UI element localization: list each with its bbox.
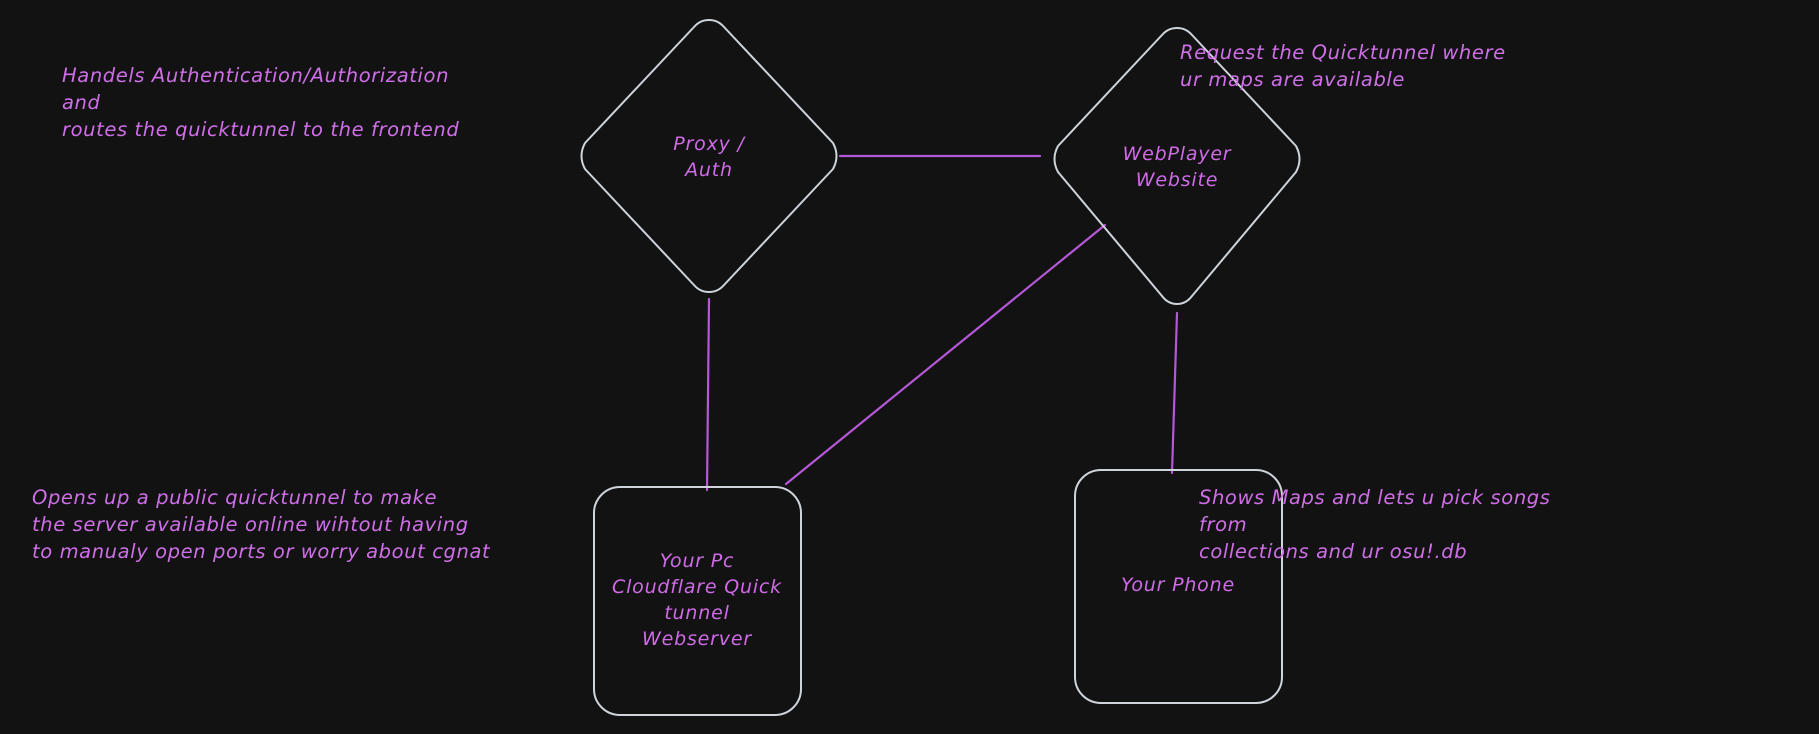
node-yourpc-shape[interactable] bbox=[593, 486, 802, 716]
node-proxy-auth-shape[interactable] bbox=[580, 19, 838, 293]
edge-proxy-to-yourpc bbox=[705, 297, 711, 492]
node-webplayer-shape[interactable] bbox=[1053, 27, 1301, 305]
edge-webplayer-to-phone bbox=[1170, 311, 1179, 475]
annotation-proxy-auth: Handels Authentication/Authorization and… bbox=[62, 64, 460, 141]
annotation-webplayer: Request the Quicktunnel where ur maps ar… bbox=[1180, 41, 1506, 91]
edge-webplayer-to-yourpc bbox=[784, 223, 1107, 486]
annotation-phone: Shows Maps and lets u pick songs from co… bbox=[1199, 486, 1551, 563]
node-phone-shape[interactable] bbox=[1074, 469, 1283, 704]
annotation-yourpc: Opens up a public quicktunnel to make th… bbox=[32, 486, 491, 563]
